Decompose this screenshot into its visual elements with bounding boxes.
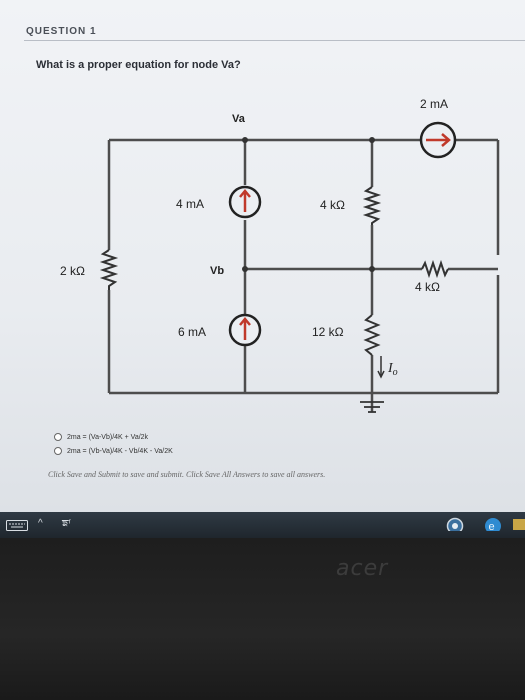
current-io-label: Io: [387, 361, 398, 378]
current-source-top-right-icon: [419, 121, 457, 159]
node-vb-right-dot: [369, 266, 375, 272]
resistor-far-right-icon: [421, 259, 449, 279]
divider: [24, 40, 525, 41]
show-hidden-icons-button[interactable]: ^: [38, 518, 43, 529]
question-prompt: What is a proper equation for node Va?: [36, 59, 241, 71]
node-vb-dot: [242, 266, 248, 272]
answer-options: 2ma = (Va-Vb)/4K + Va/2k 2ma = (Vb-Va)/4…: [54, 430, 173, 458]
resistor-upper-right-icon: [362, 186, 382, 225]
answer-option-text: 2ma = (Va-Vb)/4K + Va/2k: [67, 433, 149, 441]
answer-option-2[interactable]: 2ma = (Vb-Va)/4K - Vb/4K - Va/2K: [54, 444, 173, 458]
circuit-wires: [107, 138, 500, 412]
resistor-left-icon: [99, 249, 119, 290]
node-junction-dot: [369, 137, 375, 143]
source-6ma-label: 6 mA: [178, 325, 206, 339]
resistor-lower-right-icon: [363, 314, 381, 356]
current-source-6ma-icon: [228, 313, 262, 347]
people-icon[interactable]: ਙʳ: [62, 518, 71, 529]
resistor-2k-label: 2 kΩ: [60, 264, 85, 278]
taskbar: ^ ਙʳ e: [0, 512, 525, 538]
submit-instructions: Click Save and Submit to save and submit…: [48, 470, 326, 479]
radio-button[interactable]: [54, 433, 62, 441]
answer-option-text: 2ma = (Vb-Va)/4K - Vb/4K - Va/2K: [67, 447, 173, 455]
answer-option-1[interactable]: 2ma = (Va-Vb)/4K + Va/2k: [54, 430, 173, 444]
circuit-diagram: Va Vb 2 mA 4 mA 6 mA 2 kΩ 4 kΩ 4 kΩ 12 k…: [60, 97, 500, 413]
svg-text:e: e: [489, 521, 495, 531]
current-io-arrow-icon: [377, 356, 385, 379]
resistor-4k-outer-label: 4 kΩ: [415, 280, 440, 294]
source-2ma-label: 2 mA: [420, 97, 448, 111]
node-va-dot: [242, 137, 248, 143]
browser-screen: QUESTION 1 What is a proper equation for…: [0, 0, 525, 512]
settings-icon[interactable]: [446, 517, 464, 531]
question-number: QUESTION 1: [26, 26, 97, 37]
ground-icon: [360, 401, 384, 413]
radio-button[interactable]: [54, 447, 62, 455]
browser-icon[interactable]: e: [484, 517, 502, 531]
node-va-label: Va: [232, 113, 246, 125]
node-vb-label: Vb: [210, 265, 224, 277]
folder-icon[interactable]: [512, 516, 525, 530]
current-source-4ma-icon: [228, 185, 262, 219]
source-4ma-label: 4 mA: [176, 197, 204, 211]
laptop-bezel: [0, 538, 525, 700]
laptop-brand-logo: acer: [336, 556, 389, 581]
keyboard-icon[interactable]: [6, 520, 28, 534]
resistor-4k-inner-label: 4 kΩ: [320, 198, 345, 212]
resistor-12k-label: 12 kΩ: [312, 325, 344, 339]
